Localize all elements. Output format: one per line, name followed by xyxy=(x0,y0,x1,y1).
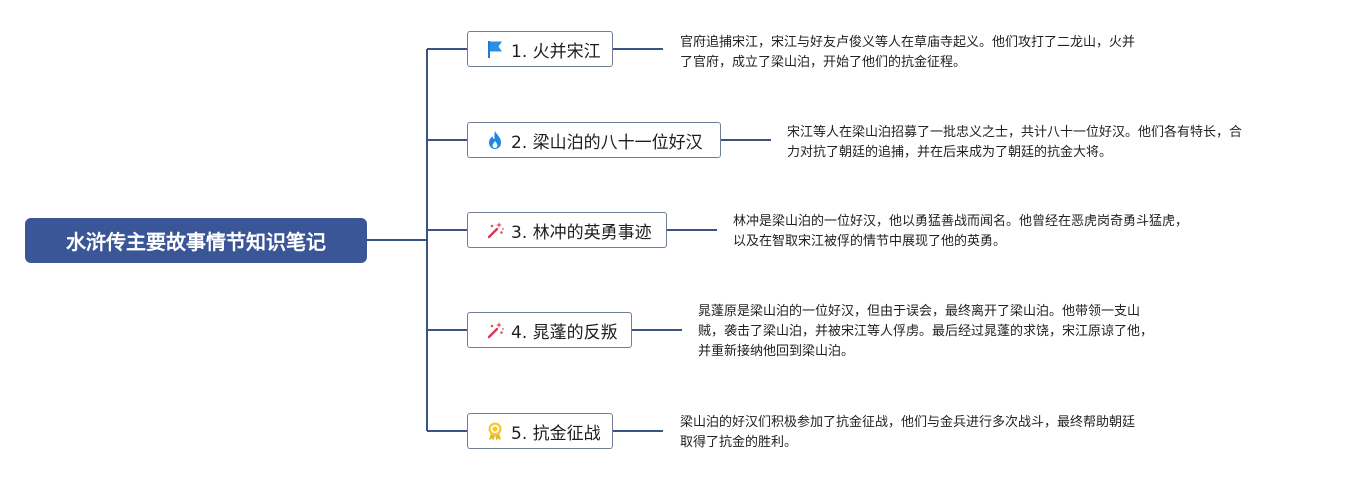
desc-line: 并重新接纳他回到梁山泊。 xyxy=(698,344,855,359)
desc-line: 以及在智取宋江被俘的情节中展现了他的英勇。 xyxy=(733,234,1007,249)
desc-line: 官府追捕宋江，宋江与好友卢俊义等人在草庙寺起义。他们攻打了二龙山，火并 xyxy=(680,35,1136,50)
branch-topic-4: 4. 晁蓬的反叛 xyxy=(467,312,632,348)
flag-icon xyxy=(484,38,506,60)
root-title: 水浒传主要故事情节知识笔记 xyxy=(66,230,326,254)
branch-label-4: 4. 晁蓬的反叛 xyxy=(511,322,618,343)
branch-topic-3: 3. 林冲的英勇事迹 xyxy=(467,212,667,248)
branch-desc-4: 晁蓬原是梁山泊的一位好汉，但由于误会，最终离开了梁山泊。他带领一支山 贼，袭击了… xyxy=(698,302,1153,362)
desc-line: 了官府，成立了梁山泊，开始了他们的抗金征程。 xyxy=(680,55,967,70)
desc-line: 贼，袭击了梁山泊，并被宋江等人俘虏。最后经过晁蓬的求饶，宋江原谅了他， xyxy=(698,324,1154,339)
branch-desc-5: 梁山泊的好汉们积极参加了抗金征战，他们与金兵进行多次战斗，最终帮助朝廷 取得了抗… xyxy=(680,413,1135,453)
medal-icon xyxy=(484,420,506,442)
branch-desc-2: 宋江等人在梁山泊招募了一批忠义之士，共计八十一位好汉。他们各有特长，合 力对抗了… xyxy=(787,123,1242,163)
root-topic: 水浒传主要故事情节知识笔记 xyxy=(25,218,367,263)
branch-topic-2: 2. 梁山泊的八十一位好汉 xyxy=(467,122,721,158)
desc-line: 梁山泊的好汉们积极参加了抗金征战，他们与金兵进行多次战斗，最终帮助朝廷 xyxy=(680,415,1136,430)
desc-line: 宋江等人在梁山泊招募了一批忠义之士，共计八十一位好汉。他们各有特长，合 xyxy=(787,125,1243,140)
magic-wand-icon xyxy=(484,319,506,341)
fire-icon xyxy=(484,129,506,151)
branch-topic-5: 5. 抗金征战 xyxy=(467,413,613,449)
branch-label-3: 3. 林冲的英勇事迹 xyxy=(511,222,652,243)
desc-line: 晁蓬原是梁山泊的一位好汉，但由于误会，最终离开了梁山泊。他带领一支山 xyxy=(698,304,1141,319)
branch-desc-3: 林冲是梁山泊的一位好汉，他以勇猛善战而闻名。他曾经在恶虎岗奇勇斗猛虎， 以及在智… xyxy=(733,212,1188,252)
branch-label-1: 1. 火并宋江 xyxy=(511,41,601,62)
branch-label-2: 2. 梁山泊的八十一位好汉 xyxy=(511,132,703,153)
branch-desc-1: 官府追捕宋江，宋江与好友卢俊义等人在草庙寺起义。他们攻打了二龙山，火并 了官府，… xyxy=(680,33,1135,73)
branch-topic-1: 1. 火并宋江 xyxy=(467,31,613,67)
magic-wand-icon xyxy=(484,219,506,241)
branch-label-5: 5. 抗金征战 xyxy=(511,423,601,444)
desc-line: 取得了抗金的胜利。 xyxy=(680,435,798,450)
desc-line: 力对抗了朝廷的追捕，并在后来成为了朝廷的抗金大将。 xyxy=(787,145,1113,160)
desc-line: 林冲是梁山泊的一位好汉，他以勇猛善战而闻名。他曾经在恶虎岗奇勇斗猛虎， xyxy=(733,214,1189,229)
